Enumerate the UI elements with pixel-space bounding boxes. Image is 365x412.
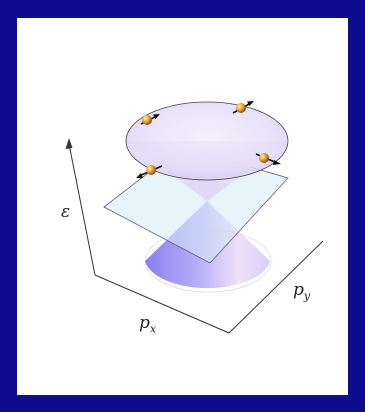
- electron-bottom-left: [136, 165, 163, 178]
- diagram-panel: ε px py: [17, 18, 348, 395]
- electron-icon: [142, 115, 152, 125]
- spin-arrow-head: [273, 160, 281, 165]
- dirac-cone-diagram: [65, 101, 324, 334]
- upper-cone: [125, 101, 289, 201]
- electron-icon: [236, 103, 246, 113]
- electron-bottom-right: [255, 153, 281, 165]
- spin-arrow-head: [136, 173, 143, 178]
- axes: [65, 138, 324, 334]
- electron-top-right: [232, 101, 254, 114]
- px-axis-label: px: [139, 313, 157, 336]
- energy-axis-arrow: [65, 138, 73, 149]
- energy-axis: [68, 143, 96, 276]
- electron-icon: [146, 165, 156, 175]
- electron-icon: [259, 153, 269, 163]
- spin-arrow-head: [247, 101, 254, 106]
- px-axis: [94, 274, 230, 334]
- py-axis-label: py: [293, 280, 311, 303]
- spin-arrow-head: [153, 114, 160, 119]
- upper-cone-rim: [125, 101, 289, 181]
- py-axis: [228, 240, 324, 334]
- energy-axis-label: ε: [61, 202, 71, 222]
- electron-top-left: [140, 114, 160, 125]
